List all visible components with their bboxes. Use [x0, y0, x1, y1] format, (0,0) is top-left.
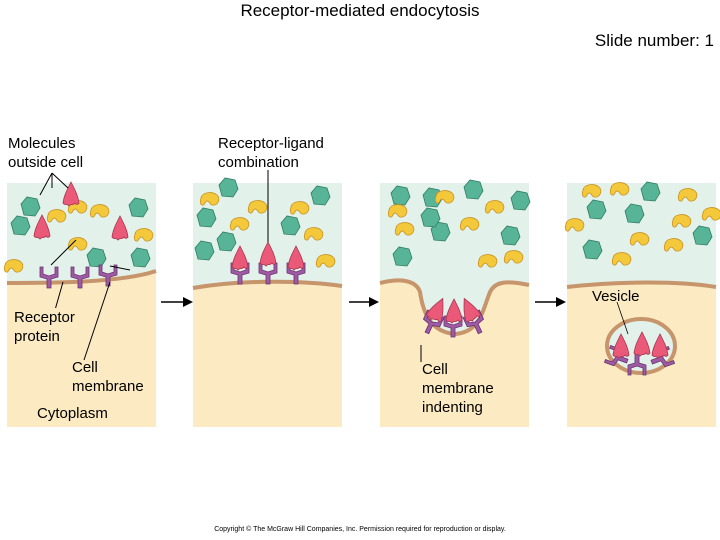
label-receptor-protein: Receptor protein	[14, 308, 75, 346]
panel-1	[3, 172, 157, 427]
arrow-1	[161, 297, 193, 307]
diagram-title: Receptor-mediated endocytosis	[240, 1, 480, 20]
label-cell-membrane-indenting: Cell membrane indenting	[422, 361, 494, 416]
label-cytoplasm: Cytoplasm	[37, 405, 108, 422]
label-molecules-outside-cell: Molecules outside cell	[8, 135, 84, 171]
leader-lines	[39, 172, 131, 361]
arrow-3	[535, 297, 566, 307]
label-receptor-ligand: Receptor-ligand combination	[218, 135, 324, 171]
leader-line	[616, 301, 629, 335]
panel-3	[379, 179, 531, 427]
label-cell-membrane: Cell membrane	[72, 359, 144, 395]
arrow-2	[349, 297, 379, 307]
copyright-notice: Copyright © The McGraw Hill Companies, I…	[214, 526, 506, 533]
panel-4	[564, 181, 720, 427]
panel-2	[192, 170, 343, 427]
slide-number: Slide number: 1	[594, 31, 714, 50]
label-vesicle: Vesicle	[592, 288, 640, 305]
